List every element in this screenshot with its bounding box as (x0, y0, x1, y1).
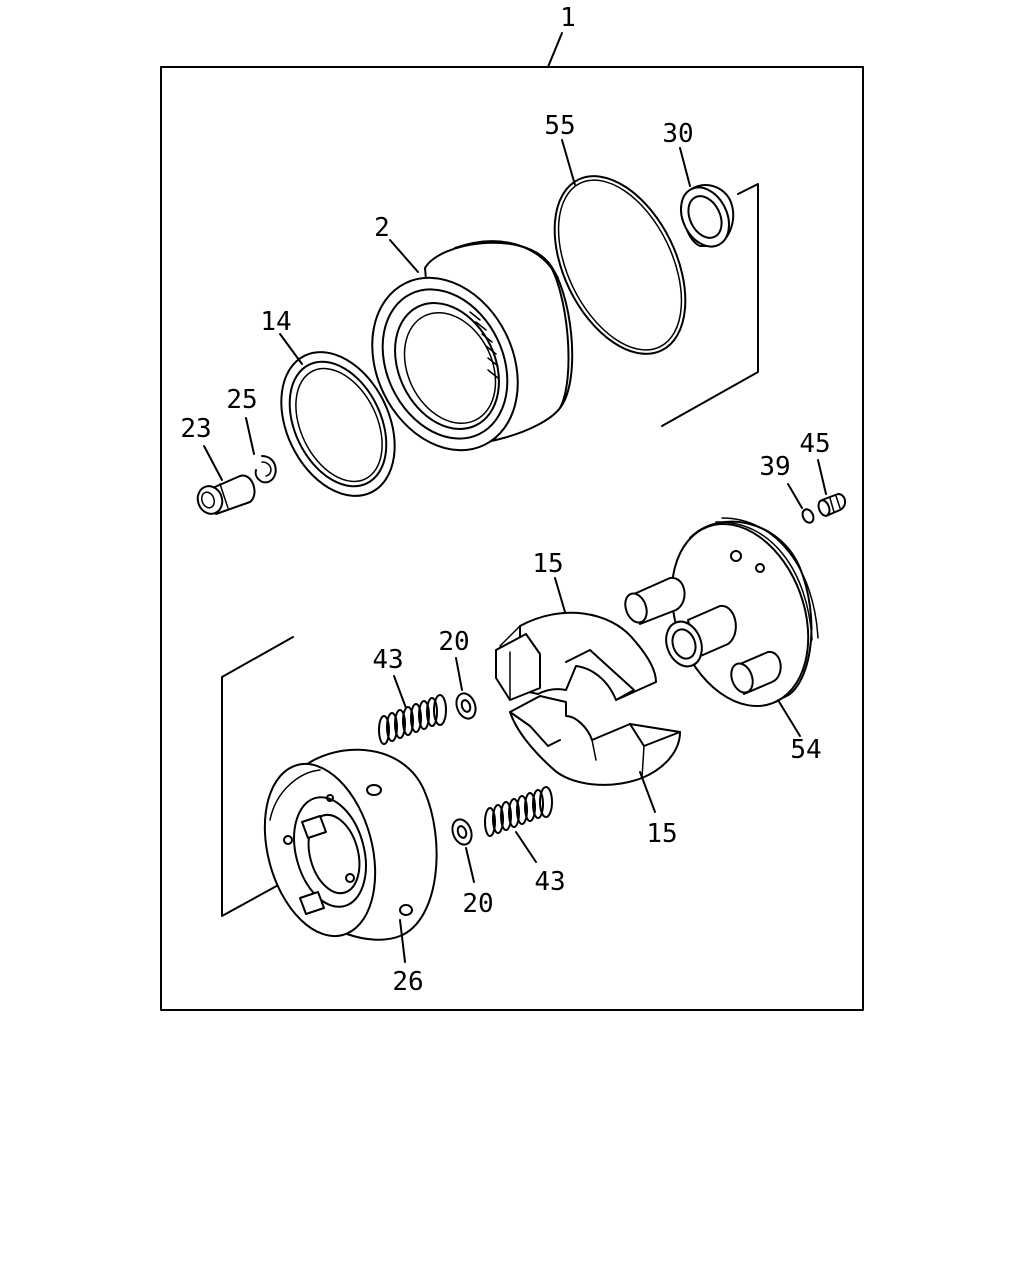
part-rotor-hub (263, 748, 438, 941)
leader-plug-screw (817, 459, 827, 495)
leader-pin (203, 445, 223, 481)
label-cover-plate: 54 (790, 735, 821, 765)
part-spring-lower (484, 786, 553, 837)
label-assembly: 1 (560, 3, 576, 33)
part-small-washer (801, 508, 815, 524)
label-snap-ring: 25 (226, 385, 257, 415)
leader-assembly (547, 32, 563, 68)
label-washer-upper: 20 (438, 627, 469, 657)
label-o-ring: 55 (544, 111, 575, 141)
part-cover-plate (624, 517, 819, 708)
part-pin (196, 474, 256, 515)
part-seal-ring (280, 351, 396, 497)
label-spring-upper: 43 (372, 645, 403, 675)
label-plug-screw: 45 (799, 429, 830, 459)
leader-cover-plate (777, 699, 801, 737)
label-body: 2 (374, 213, 390, 243)
part-slipper-lower (509, 695, 681, 786)
label-small-washer: 39 (759, 452, 790, 482)
part-washer-upper (455, 692, 477, 720)
assembly-frame (160, 66, 864, 1011)
leader-oil-seal (679, 147, 691, 187)
leader-body (389, 239, 419, 273)
part-oil-seal (680, 184, 735, 248)
leader-o-ring (561, 139, 576, 186)
part-body-housing (371, 240, 574, 452)
part-spring-upper (378, 694, 447, 745)
leader-slipper-lower (639, 771, 656, 813)
part-o-ring (553, 175, 687, 355)
leader-spring-lower (515, 831, 537, 863)
bracket-upper-right (661, 183, 759, 427)
leader-small-washer (787, 483, 803, 509)
leader-snap-ring (245, 417, 255, 455)
part-snap-ring (254, 455, 277, 484)
part-plug-screw (817, 493, 846, 517)
label-slipper-upper: 15 (532, 549, 563, 579)
label-slipper-lower: 15 (646, 819, 677, 849)
label-oil-seal: 30 (662, 119, 693, 149)
label-rotor-hub: 26 (392, 967, 423, 997)
leader-washer-lower (465, 847, 475, 883)
part-washer-lower (451, 818, 473, 846)
leader-seal-ring (279, 333, 303, 365)
label-spring-lower: 43 (534, 867, 565, 897)
label-washer-lower: 20 (462, 889, 493, 919)
bracket-lower-left (221, 636, 303, 917)
label-pin: 23 (180, 414, 211, 444)
leader-rotor-hub (399, 919, 406, 963)
leader-spring-upper (393, 675, 407, 709)
leader-slipper-upper (554, 577, 566, 613)
part-slipper-upper (495, 611, 657, 701)
leader-washer-upper (455, 657, 463, 691)
label-seal-ring: 14 (260, 307, 291, 337)
